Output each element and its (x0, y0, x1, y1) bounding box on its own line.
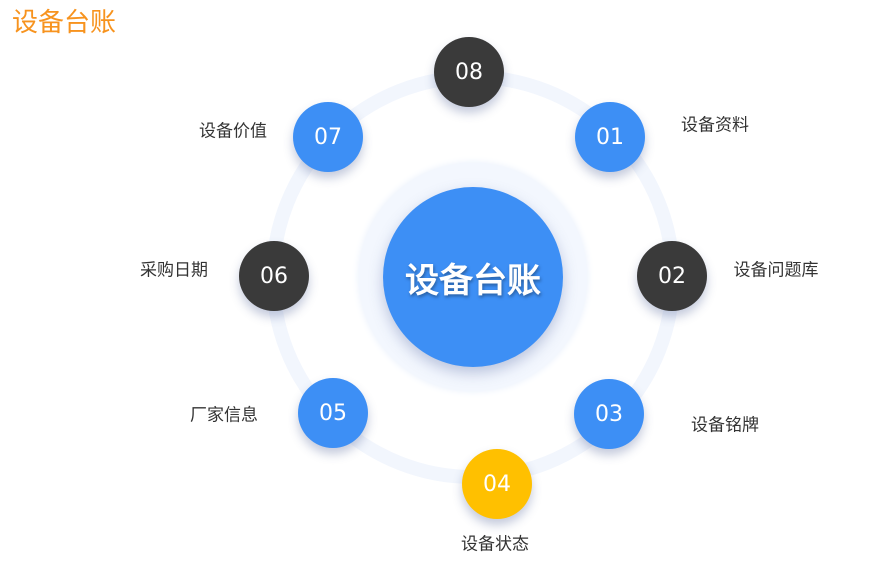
node-01[interactable]: 01 (575, 102, 645, 172)
node-05[interactable]: 05 (298, 378, 368, 448)
node-label-07: 设备价值 (199, 121, 267, 142)
node-02[interactable]: 02 (637, 241, 707, 311)
center-hub: 设备台账 (383, 187, 563, 367)
node-label-04: 设备状态 (461, 534, 529, 555)
node-08[interactable]: 08 (434, 37, 504, 107)
node-07[interactable]: 07 (293, 102, 363, 172)
node-label-01: 设备资料 (681, 115, 749, 136)
node-03[interactable]: 03 (574, 379, 644, 449)
node-label-03: 设备铭牌 (691, 415, 759, 436)
node-04[interactable]: 04 (462, 449, 532, 519)
node-label-06: 采购日期 (140, 260, 208, 281)
page-title: 设备台账 (12, 8, 117, 38)
node-label-05: 厂家信息 (190, 405, 258, 426)
node-06[interactable]: 06 (239, 241, 309, 311)
node-label-02: 设备问题库 (733, 260, 819, 281)
